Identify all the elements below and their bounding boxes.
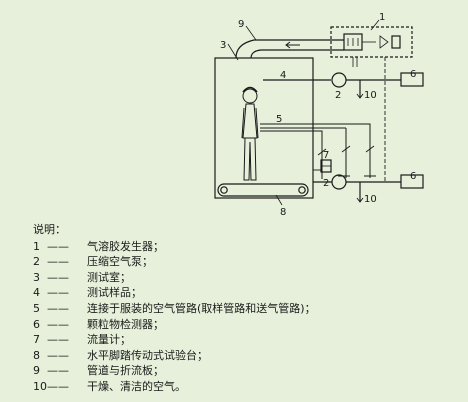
legend-item-text: 测试样品； (87, 286, 142, 300)
sampling-line-bottom (313, 174, 424, 203)
legend-item-dash: —— (47, 317, 69, 331)
label-3: 3 (220, 40, 226, 51)
label-6-bottom: 6 (410, 171, 416, 182)
treadmill (217, 183, 309, 197)
legend-item-number: 5 (33, 301, 40, 315)
sampling-line-top (263, 72, 424, 99)
valves (317, 145, 375, 156)
aerosol-generator (330, 26, 413, 67)
legend-item-text: 气溶胶发生器； (87, 239, 164, 253)
legend-item: 9 —— 管道与折流板； (33, 363, 463, 379)
label-6-top: 6 (410, 69, 416, 80)
connection-lines (313, 57, 386, 182)
label-4: 4 (280, 70, 286, 81)
leader-lines (227, 19, 380, 206)
legend: 说明： 1 —— 气溶胶发生器； 2 —— 压缩空气泵； 3 —— 测试室； 4 —— 测试样品； 5 —… (33, 222, 463, 395)
legend-item: 10—— 干燥、清洁的空气。 (33, 379, 463, 395)
label-1: 1 (379, 12, 385, 23)
legend-item-dash: —— (47, 239, 69, 253)
flowmeter (320, 159, 332, 173)
label-10-bottom: 10 (364, 194, 377, 205)
label-5: 5 (276, 114, 282, 125)
legend-item-dash: —— (47, 255, 69, 269)
legend-item-number: 8 (33, 348, 40, 362)
legend-item-number: 9 (33, 364, 40, 378)
legend-item-number: 4 (33, 286, 40, 300)
legend-item-text: 流量计； (87, 333, 131, 347)
legend-item-number: 2 (33, 255, 40, 269)
legend-item: 3 —— 测试室； (33, 270, 463, 286)
legend-item-dash: —— (47, 348, 69, 362)
garment-air-lines (260, 123, 376, 179)
legend-item-text: 水平脚踏传动式试验台； (87, 348, 208, 362)
duct-with-baffle (235, 39, 344, 59)
legend-title: 说明： (33, 223, 66, 236)
label-10-top: 10 (364, 90, 377, 101)
label-9: 9 (238, 19, 244, 30)
legend-item-text: 干燥、清洁的空气。 (87, 379, 186, 393)
label-2-bottom: 2 (323, 178, 329, 189)
legend-item-dash: —— (47, 286, 69, 300)
legend-item-number: 3 (33, 270, 40, 284)
legend-item: 7 —— 流量计； (33, 332, 463, 348)
test-apparatus-diagram: 1 9 3 4 2 10 6 5 7 2 10 6 8 (214, 12, 424, 218)
legend-item: 4 —— 测试样品； (33, 285, 463, 301)
legend-item-dash: —— (47, 270, 69, 284)
legend-item-text: 测试室； (87, 270, 131, 284)
mannequin (241, 86, 259, 181)
legend-rows: 1 —— 气溶胶发生器； 2 —— 压缩空气泵； 3 —— 测试室； 4 —— 测试样品； 5 —— 连接于… (33, 239, 463, 395)
legend-item: 5 —— 连接于服装的空气管路(取样管路和送气管路)； (33, 301, 463, 317)
legend-item-number: 10 (33, 379, 47, 393)
legend-item-dash: —— (47, 364, 69, 378)
label-8: 8 (280, 207, 286, 218)
legend-item: 2 —— 压缩空气泵； (33, 254, 463, 270)
legend-item-dash: —— (47, 379, 69, 393)
legend-item-number: 6 (33, 317, 40, 331)
legend-item: 6 —— 颗粒物检测器； (33, 317, 463, 333)
legend-item-text: 管道与折流板； (87, 364, 164, 378)
legend-item: 1 —— 气溶胶发生器； (33, 239, 463, 255)
legend-item-dash: —— (47, 333, 69, 347)
legend-item-text: 连接于服装的空气管路(取样管路和送气管路)； (87, 301, 316, 315)
legend-item-number: 1 (33, 239, 40, 253)
legend-item-number: 7 (33, 333, 40, 347)
label-2-top: 2 (335, 90, 341, 101)
legend-item-dash: —— (47, 301, 69, 315)
label-7: 7 (323, 150, 329, 161)
legend-item-text: 压缩空气泵； (87, 255, 153, 269)
legend-item-text: 颗粒物检测器； (87, 317, 164, 331)
legend-item: 8 —— 水平脚踏传动式试验台； (33, 348, 463, 364)
